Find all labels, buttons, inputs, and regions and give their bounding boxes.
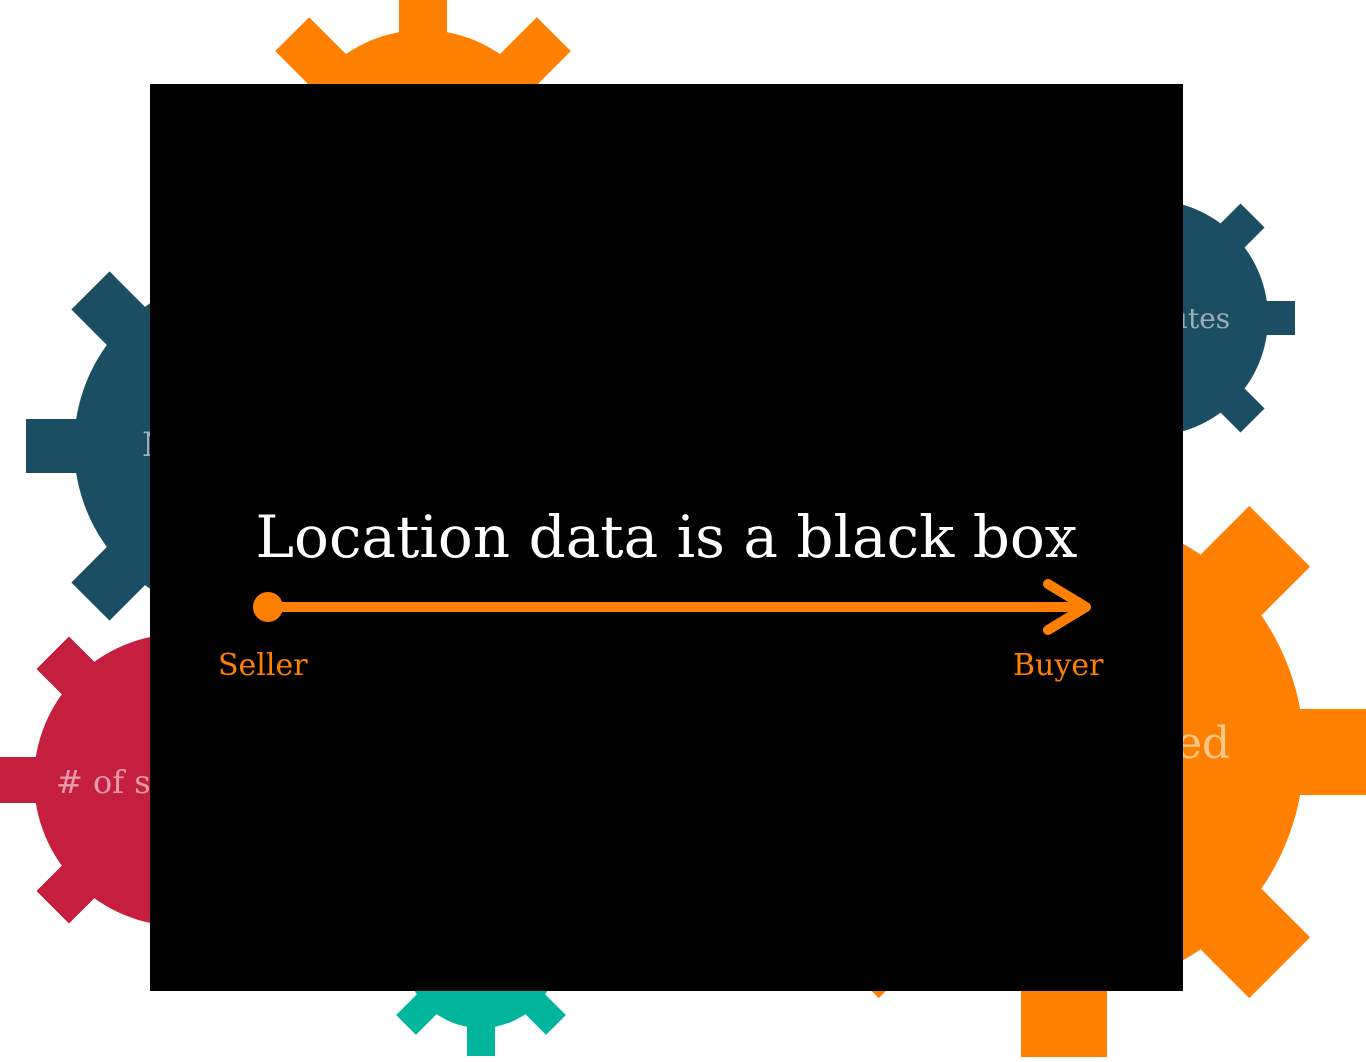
gear-tooth xyxy=(36,861,99,924)
black-box-panel: Location data is a black box Seller Buye… xyxy=(150,84,1183,991)
arrowhead-icon xyxy=(1043,579,1091,635)
gear-tooth xyxy=(71,542,150,621)
gear-tooth xyxy=(396,989,442,1035)
gear-tooth xyxy=(1021,984,1107,1057)
gear-tooth xyxy=(71,271,150,350)
gear-tooth xyxy=(275,17,351,93)
gear-tooth xyxy=(1215,203,1265,253)
diagram-title: Location data is a black box xyxy=(255,503,1078,571)
gear-label-right: ed xyxy=(1176,718,1230,769)
gear-tooth xyxy=(1260,301,1295,335)
buyer-label: Buyer xyxy=(1013,648,1104,683)
gear-tooth xyxy=(1215,383,1265,433)
gear-tooth xyxy=(0,757,42,803)
gear-tooth xyxy=(399,0,447,38)
gear-tooth xyxy=(1296,709,1366,795)
gear-tooth xyxy=(26,419,82,473)
gear-tooth xyxy=(467,1020,495,1056)
gear-tooth xyxy=(1197,505,1311,619)
gear-tooth xyxy=(1197,885,1311,999)
gear-tooth xyxy=(36,636,99,699)
gear-tooth xyxy=(520,989,566,1035)
flow-arrow-diagram xyxy=(253,579,1091,635)
seller-label: Seller xyxy=(218,648,308,683)
gear-tooth xyxy=(495,17,571,93)
